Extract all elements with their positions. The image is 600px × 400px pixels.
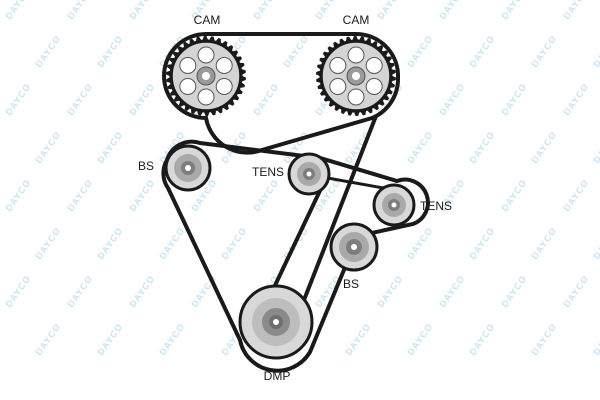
watermark-text: DAYCO — [591, 321, 600, 357]
watermark-text: DAYCO — [529, 129, 558, 165]
watermark-text: DAYCO — [95, 129, 124, 165]
watermark-text: DAYCO — [529, 321, 558, 357]
sprocket-hole — [179, 78, 197, 95]
label-cam-right: CAM — [343, 13, 370, 27]
sprocket-hole — [197, 88, 215, 106]
watermark-text: DAYCO — [33, 321, 62, 357]
watermark-text: DAYCO — [127, 0, 156, 21]
label-bs-lower: BS — [343, 277, 359, 291]
sprocket-hole — [197, 46, 215, 64]
watermark-text: DAYCO — [157, 321, 186, 357]
watermark-text: DAYCO — [561, 177, 590, 213]
sprocket-hole — [365, 57, 383, 74]
watermark-text: DAYCO — [467, 321, 496, 357]
watermark-text: DAYCO — [251, 0, 280, 21]
sprocket-hole — [365, 78, 383, 95]
sprocket-hole — [347, 46, 365, 64]
sprocket-hole — [215, 78, 233, 95]
watermark-text: DAYCO — [561, 81, 590, 117]
watermark-text: DAYCO — [65, 81, 94, 117]
aux-belt-loop — [161, 139, 430, 373]
watermark-text: DAYCO — [219, 225, 248, 261]
watermark-text: DAYCO — [467, 33, 496, 69]
watermark-text: DAYCO — [65, 273, 94, 309]
watermark-text: DAYCO — [529, 225, 558, 261]
watermark-text: DAYCO — [3, 0, 32, 21]
pulley-hub — [391, 202, 397, 208]
watermark-text: DAYCO — [591, 225, 600, 261]
label-bs-upper: BS — [138, 159, 154, 173]
watermark-text: DAYCO — [591, 33, 600, 69]
watermark-text: DAYCO — [437, 273, 466, 309]
label-dmp: DMP — [264, 369, 291, 383]
sprocket-hub — [352, 72, 360, 80]
sprocket-hole — [179, 57, 197, 74]
watermark-text: DAYCO — [3, 177, 32, 213]
watermark-text: DAYCO — [95, 321, 124, 357]
sprocket-hub — [202, 72, 210, 80]
pulley-hub — [306, 171, 312, 177]
watermark-text: DAYCO — [499, 81, 528, 117]
watermark-text: DAYCO — [437, 81, 466, 117]
sprocket-hole — [347, 88, 365, 106]
watermark-text: DAYCO — [95, 33, 124, 69]
watermark-text: DAYCO — [65, 177, 94, 213]
watermark-text: DAYCO — [127, 177, 156, 213]
watermark-text: DAYCO — [467, 129, 496, 165]
watermark-text: DAYCO — [65, 0, 94, 21]
bs-lower-pulley — [329, 222, 379, 272]
watermark-text: DAYCO — [375, 0, 404, 21]
watermark-text: DAYCO — [127, 81, 156, 117]
label-tens-right: TENS — [420, 199, 452, 213]
watermark-text: DAYCO — [251, 177, 280, 213]
watermark-text: DAYCO — [405, 129, 434, 165]
watermark-text: DAYCO — [499, 273, 528, 309]
pulley-hub — [273, 319, 279, 325]
watermark-text: DAYCO — [437, 0, 466, 21]
watermark-text: DAYCO — [313, 0, 342, 21]
tens-upper-pulley — [287, 152, 331, 196]
pulley-hub — [351, 244, 357, 250]
cam-gear-right — [316, 36, 396, 116]
watermark-text: DAYCO — [405, 225, 434, 261]
watermark-text: DAYCO — [405, 33, 434, 69]
watermark-text: DAYCO — [561, 273, 590, 309]
watermark-text: DAYCO — [33, 225, 62, 261]
belt-inner-strand-2 — [302, 115, 378, 301]
sprocket-hole — [329, 78, 347, 95]
watermark-text: DAYCO — [281, 33, 310, 69]
label-cam-left: CAM — [194, 13, 221, 27]
watermark-text: DAYCO — [343, 321, 372, 357]
watermark-text: DAYCO — [95, 225, 124, 261]
watermark-text: DAYCO — [529, 33, 558, 69]
label-tens-upper: TENS — [252, 165, 284, 179]
watermark-text: DAYCO — [251, 81, 280, 117]
sprocket-hole — [329, 57, 347, 74]
dmp-pulley — [238, 284, 314, 360]
watermark-text: DAYCO — [33, 129, 62, 165]
watermark-text: DAYCO — [375, 273, 404, 309]
watermark-text: DAYCO — [3, 81, 32, 117]
watermark-text: DAYCO — [499, 0, 528, 21]
watermark-text: DAYCO — [405, 321, 434, 357]
bs-upper-pulley — [164, 144, 212, 192]
watermark-text: DAYCO — [33, 33, 62, 69]
cam-gear-left — [166, 36, 246, 116]
watermark-text: DAYCO — [189, 273, 218, 309]
watermark-text: DAYCO — [561, 0, 590, 21]
tens-right-pulley — [372, 183, 416, 227]
pulley-hub — [185, 165, 191, 171]
watermark-text: DAYCO — [591, 129, 600, 165]
watermark-text: DAYCO — [127, 273, 156, 309]
watermark-text: DAYCO — [3, 273, 32, 309]
watermark-text: DAYCO — [157, 225, 186, 261]
sprocket-hole — [215, 57, 233, 74]
watermark-text: DAYCO — [467, 225, 496, 261]
watermark-text: DAYCO — [499, 177, 528, 213]
belt-inner-strand-1 — [268, 177, 328, 297]
